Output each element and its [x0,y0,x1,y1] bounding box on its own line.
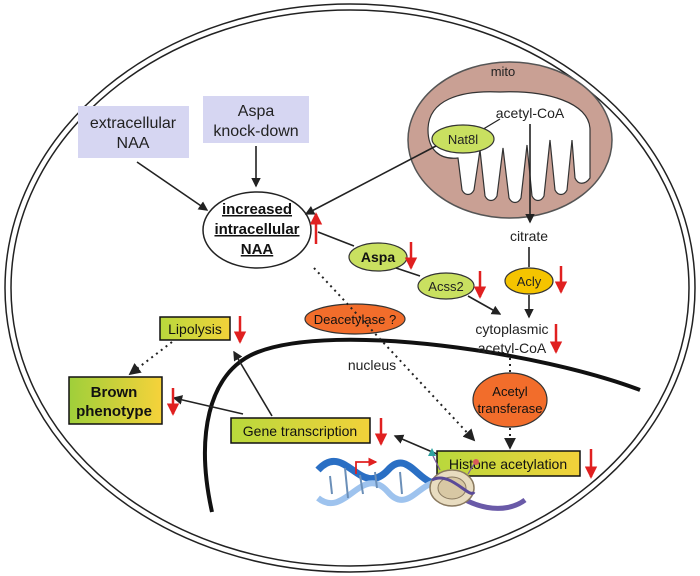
gene-transcription-box [230,417,371,444]
aspa-enzyme [348,242,408,272]
arrow-nat8l-to-naa [304,145,437,215]
nat8l-enzyme [431,124,495,154]
arrow-naa-to-aspa [317,231,355,247]
aspa-knockdown-box: Aspa knock-down [203,96,309,143]
cytoplasmic-label: cytoplasmic [475,321,548,337]
histone-acetylation-label: Histone acetylation [449,456,567,472]
extracellular-naa-label: NAA [117,135,150,152]
nuclear-envelope [203,337,641,513]
acetyl-transferase-line2: transferase [477,401,542,416]
knockdown-label: knock-down [213,123,298,140]
arrow-gene-to-lipolysis [233,350,273,417]
lipolysis-label: Lipolysis [168,321,222,337]
naa-increased-label: increased [222,201,292,218]
nucleus-label: nucleus [348,357,396,373]
acss2-label: Acss2 [428,279,463,294]
naa-intracellular-label: intracellular [214,221,299,238]
acetyl-transferase-line1: Acetyl [492,384,528,399]
acss2-enzyme [417,272,475,300]
knockdown-aspa-label: Aspa [238,103,275,120]
phenotype-label: phenotype [76,403,152,420]
citrate-label: citrate [510,228,548,244]
cell-membrane-inner [10,9,690,567]
acly-label: Acly [517,274,542,289]
cell-membrane-outer [4,3,696,573]
brown-phenotype-box [68,376,163,425]
arrow-gene-to-brown [172,395,244,415]
lipolysis-box [159,316,231,341]
aspa-label: Aspa [361,249,395,265]
extracellular-label: extracellular [90,115,177,132]
naa-label: NAA [241,241,274,258]
arrow-extracellular-to-naa [136,161,209,211]
arrow-acss2-to-cytoplasmic [467,295,502,315]
gene-transcription-label: Gene transcription [243,423,357,439]
acetyl-transferase-enzyme [472,372,548,428]
deacetylase-label: Deacetylase ? [314,312,396,327]
nat8l-label: Nat8l [448,132,478,147]
acly-enzyme [504,267,554,295]
intracellular-naa-node: increased intracellular NAA [202,191,312,269]
deacetylase-enzyme [304,303,406,335]
dna-nucleosome-illustration [315,448,527,511]
mito-label: mito [491,64,516,79]
extracellular-naa-box: extracellular NAA [78,106,189,158]
brown-label: Brown [91,384,138,401]
cytoplasmic-acetyl-coa-label: acetyl-CoA [478,340,547,356]
arrow-histone-to-gene [393,434,438,455]
mitochondrion: mito acetyl-CoA Nat8l [407,61,613,219]
arrow-aspa-to-acss2 [395,267,421,277]
dotted-lipolysis-to-brown [128,341,173,376]
mito-acetyl-coa-label: acetyl-CoA [496,105,565,121]
